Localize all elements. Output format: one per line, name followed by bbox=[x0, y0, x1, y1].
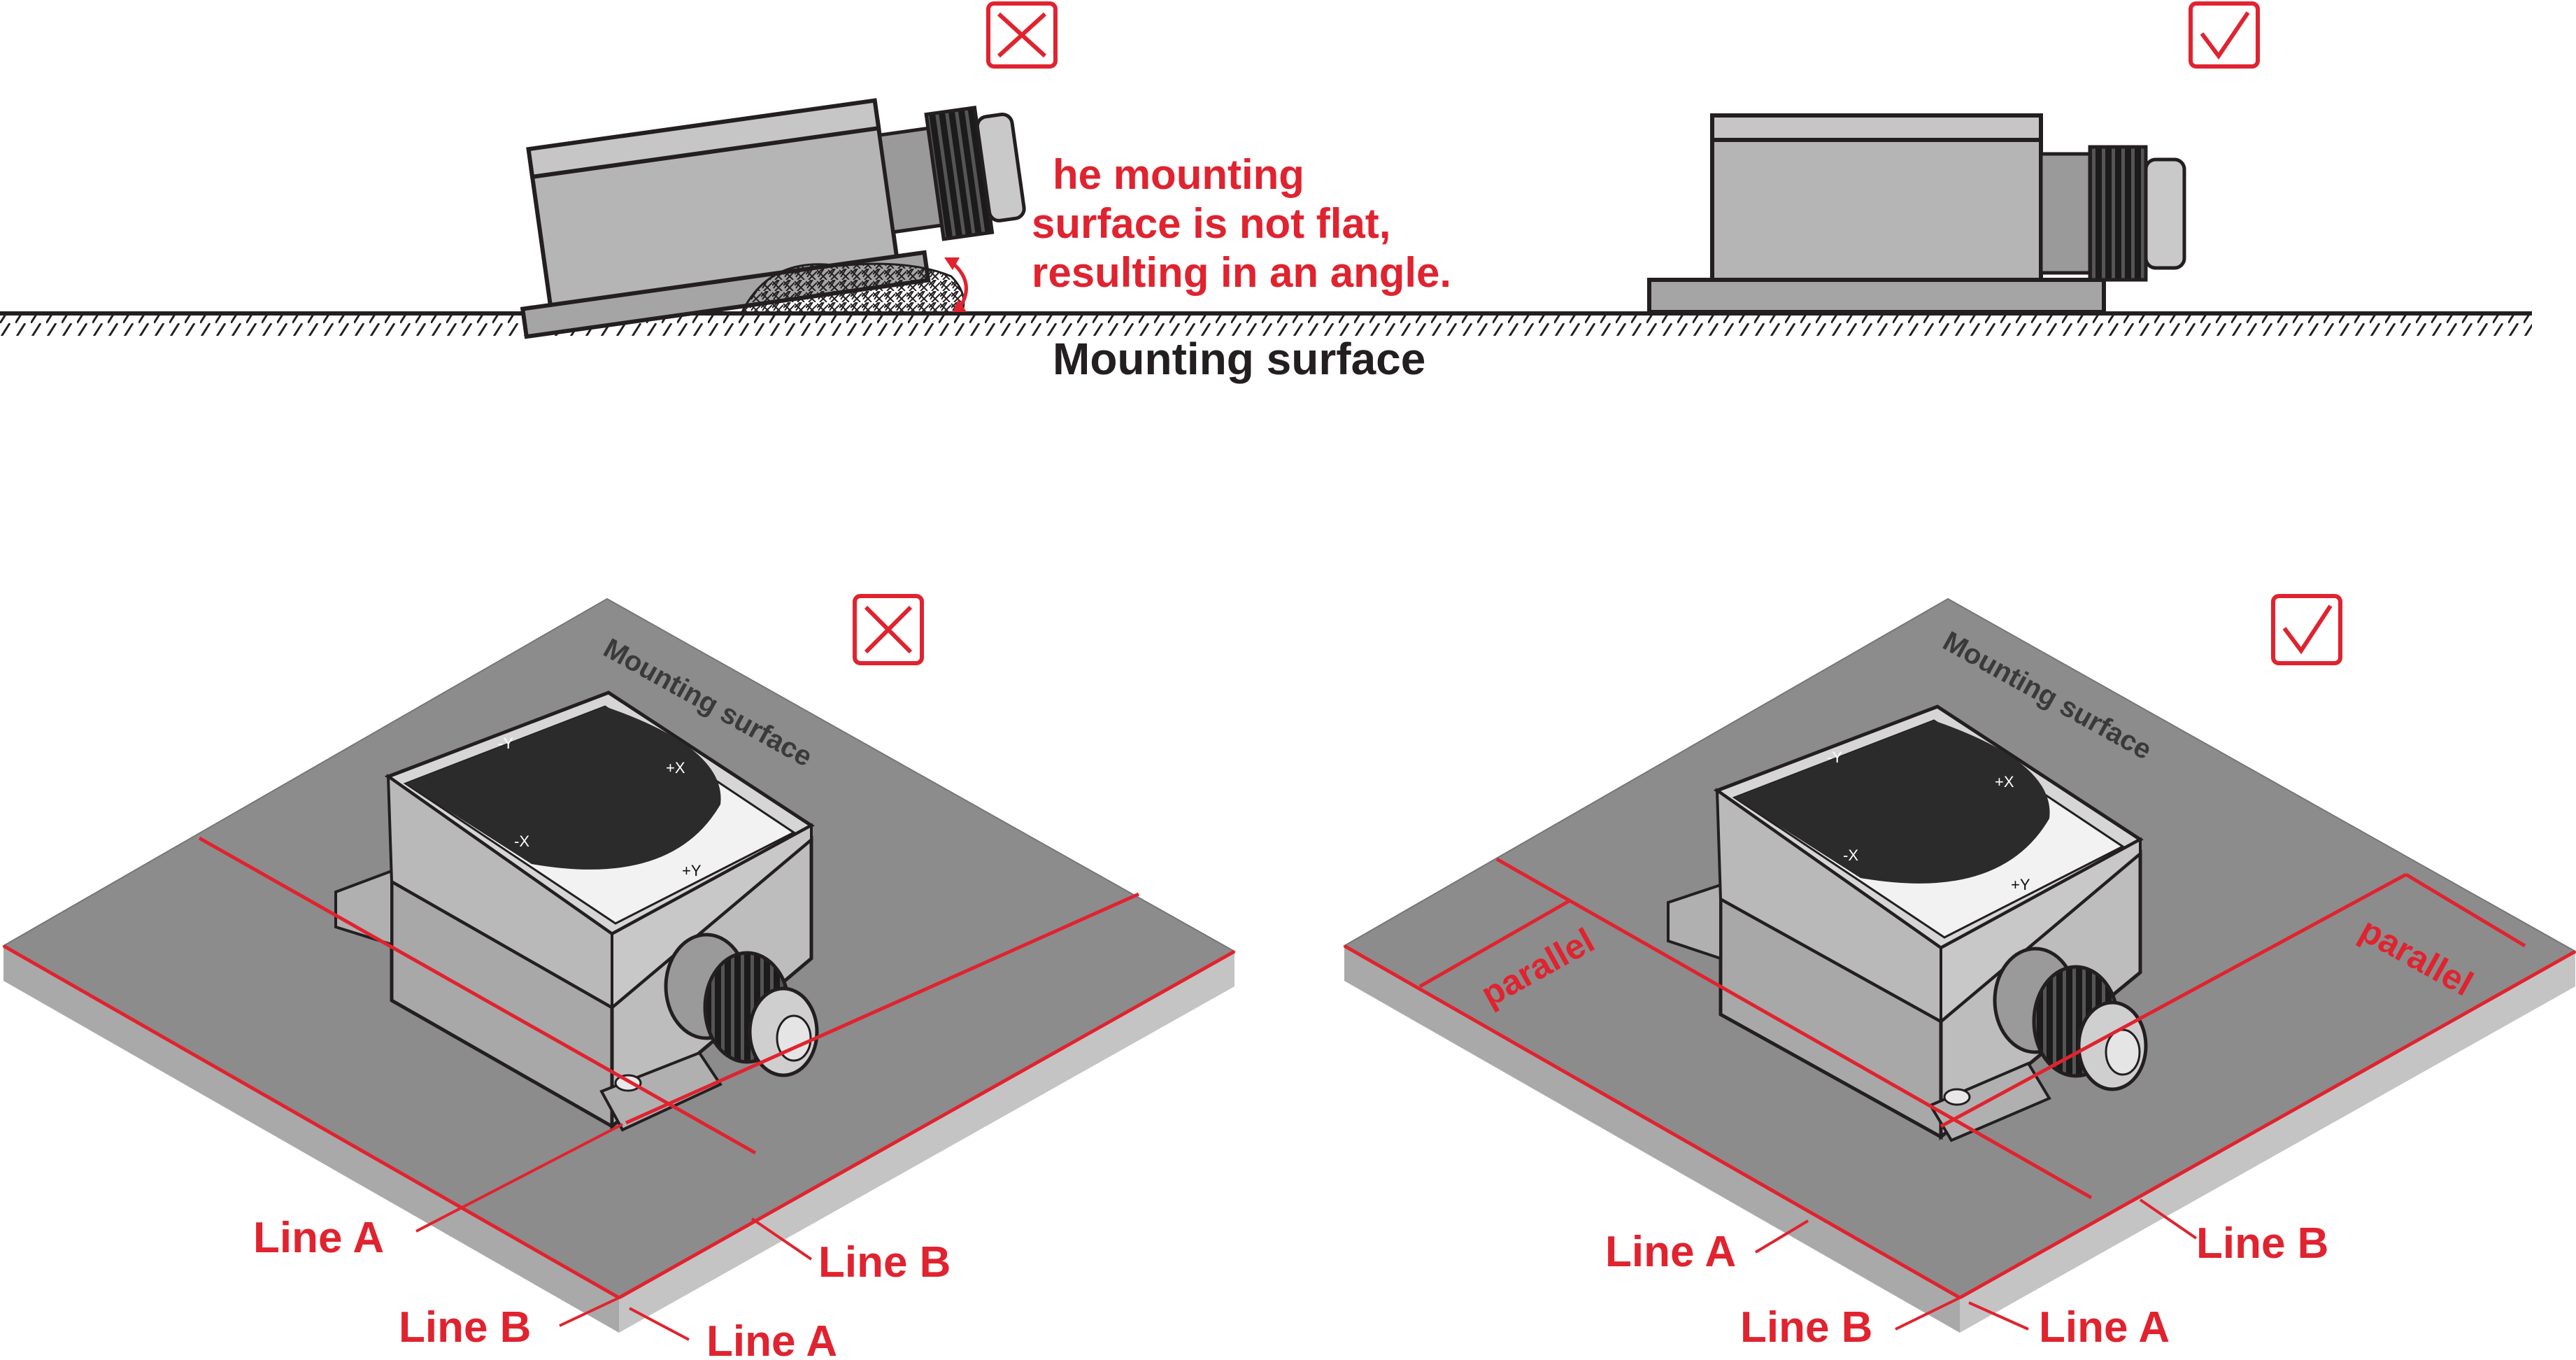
line-b-label: Line B bbox=[2196, 1219, 2328, 1268]
line-b-label: Line B bbox=[818, 1238, 951, 1287]
wrong-mark-icon bbox=[853, 594, 924, 665]
angle-arrow-icon bbox=[944, 257, 968, 312]
ground-hatch bbox=[0, 313, 2532, 336]
flat-device bbox=[1647, 113, 2186, 314]
axis-neg-x: -X bbox=[514, 833, 529, 850]
axis-pos-y: +Y bbox=[2011, 876, 2030, 893]
debris bbox=[739, 262, 965, 315]
check-mark-icon bbox=[2271, 594, 2342, 665]
axis-neg-x: -X bbox=[1843, 847, 1858, 864]
axis-neg-y: -Y bbox=[498, 735, 513, 752]
axis-pos-x: +X bbox=[666, 759, 685, 777]
check-mark-icon bbox=[2189, 1, 2260, 69]
axis-neg-y: -Y bbox=[1827, 749, 1842, 766]
surface-label: Mounting surface bbox=[1053, 334, 1425, 384]
axis-pos-y: +Y bbox=[682, 862, 702, 879]
line-a-label: Line A bbox=[253, 1214, 384, 1262]
left-panel: Mounting surface -Y +X -X +Y Line A bbox=[1, 594, 1237, 1360]
note-line-3: resulting in an angle. bbox=[1032, 249, 1451, 296]
surface-edge-right bbox=[619, 951, 1234, 1333]
line-a-label: Line A bbox=[1605, 1228, 1736, 1276]
note-line-1: he mounting bbox=[1053, 151, 1304, 198]
line-a-label: Line A bbox=[706, 1317, 837, 1360]
surface-edge-right bbox=[1960, 951, 2575, 1333]
note-line-2: surface is not flat, bbox=[1032, 200, 1390, 247]
line-b-label: Line B bbox=[1740, 1303, 1872, 1352]
surface-edge-left bbox=[3, 946, 619, 1333]
right-panel: Mounting surface -Y +X -X +Y parallel pa… bbox=[1342, 594, 2576, 1352]
wrong-mark-icon bbox=[986, 1, 1058, 69]
axis-pos-x: +X bbox=[1995, 773, 2014, 791]
line-a-label: Line A bbox=[2039, 1303, 2170, 1352]
line-b-label: Line B bbox=[399, 1303, 531, 1352]
surface-edge-left bbox=[1344, 946, 1960, 1333]
